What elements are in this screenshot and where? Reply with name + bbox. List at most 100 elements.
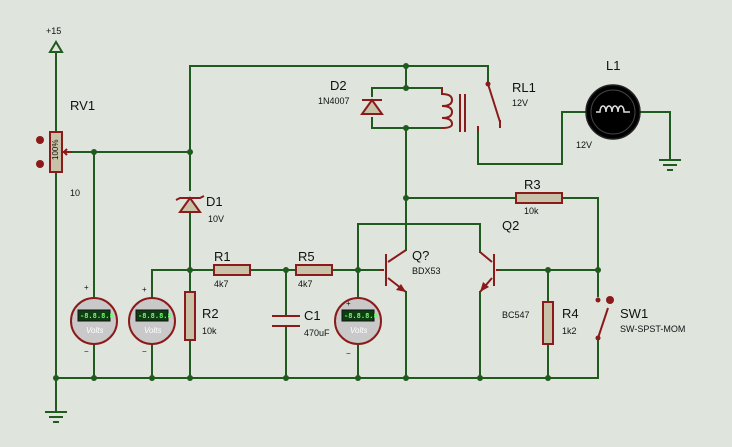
q2-value: BC547 xyxy=(502,310,530,320)
rl1-contact xyxy=(477,120,501,132)
rl1-relay[interactable]: RL1 12V xyxy=(441,80,536,132)
ground-icon xyxy=(45,411,67,423)
q2-ref: Q2 xyxy=(502,218,519,233)
junction-dot xyxy=(545,375,551,381)
junction-dot xyxy=(187,267,193,273)
l1-lamp[interactable]: L1 12V xyxy=(576,58,641,150)
l1-value: 12V xyxy=(576,140,592,150)
wires xyxy=(55,51,671,413)
d1-zener-diode[interactable]: D1 10V xyxy=(175,194,224,224)
r3-right-wire xyxy=(561,197,599,297)
r2-body xyxy=(184,291,196,341)
r1-resistor[interactable]: R1 4k7 xyxy=(213,249,251,289)
d2-value: 1N4007 xyxy=(318,96,350,106)
sw1-ref: SW1 xyxy=(620,306,648,321)
q2-emitter-arrow-icon xyxy=(480,282,489,292)
d2-lead-bot xyxy=(371,117,443,129)
d2-body xyxy=(360,98,384,115)
q1-value: BDX53 xyxy=(412,266,441,276)
r5-value: 4k7 xyxy=(298,279,313,289)
rv1-body xyxy=(49,131,63,173)
power-arrow-icon xyxy=(48,40,64,53)
rv1-potentiometer[interactable]: 100% RV1 10 xyxy=(36,98,95,198)
r4-resistor[interactable]: R4 1k2 xyxy=(542,301,579,345)
r3-body xyxy=(515,192,563,204)
junction-dot xyxy=(91,375,97,381)
top-rail xyxy=(189,65,489,85)
r1-ref: R1 xyxy=(214,249,231,264)
d2-diode[interactable]: D2 1N4007 xyxy=(318,78,384,115)
rl1-switch-arm xyxy=(487,83,501,123)
voltmeter-minus: − xyxy=(84,347,89,356)
junction-dot xyxy=(545,267,551,273)
r4-value: 1k2 xyxy=(562,326,577,336)
voltmeter-1[interactable]: -8.8.8.8 Volts + − xyxy=(70,283,118,356)
voltmeter-unit: Volts xyxy=(350,326,368,335)
r2-resistor[interactable]: R2 10k xyxy=(184,291,219,341)
lamp-to-ground xyxy=(639,111,671,161)
rv1-ref: RV1 xyxy=(70,98,95,113)
voltmeter-reading: -8.8.8.8 xyxy=(138,312,172,320)
ground-symbol-main[interactable] xyxy=(45,411,67,423)
rv1-value: 10 xyxy=(70,188,80,198)
junction-dot xyxy=(403,85,409,91)
rl1-core xyxy=(459,94,466,132)
d1-bar xyxy=(175,195,205,201)
q2-transistor[interactable]: Q2 BC547 xyxy=(479,218,530,320)
q1-transistor[interactable]: Q? BDX53 xyxy=(380,248,441,293)
d1-body xyxy=(178,196,202,213)
ground-icon xyxy=(659,159,681,171)
voltmeter-lcd xyxy=(135,309,169,322)
junctions xyxy=(53,63,601,381)
rv1-increase-button[interactable] xyxy=(36,136,44,144)
r4-body xyxy=(542,301,554,345)
voltmeter-2[interactable]: -8.8.8.8 Volts + − xyxy=(128,285,176,356)
l1-filament-icon xyxy=(596,105,630,113)
q1-ref: Q? xyxy=(412,248,429,263)
sw1-value: SW-SPST-MOM xyxy=(620,324,685,334)
voltmeter-plus: + xyxy=(84,283,89,292)
voltmeter-reading: -8.8.8.8 xyxy=(80,312,114,320)
c1-value: 470uF xyxy=(304,328,330,338)
rl1-coil xyxy=(441,88,454,129)
sw1-contact-top xyxy=(595,297,601,303)
rv1-decrease-button[interactable] xyxy=(36,160,44,168)
rl1-value: 12V xyxy=(512,98,528,108)
r2-ref: R2 xyxy=(202,306,219,321)
power-label: +15 xyxy=(46,26,61,36)
voltmeter-3[interactable]: -8.8.8.8 Volts + − xyxy=(334,297,382,358)
junction-dot xyxy=(187,149,193,155)
voltmeter-minus: − xyxy=(346,349,351,358)
junction-dot xyxy=(53,375,59,381)
junction-dot xyxy=(149,375,155,381)
junction-dot xyxy=(403,63,409,69)
voltmeter-plus: + xyxy=(346,299,351,308)
power-terminal[interactable]: +15 xyxy=(46,26,64,53)
sw1-press-button[interactable] xyxy=(606,296,614,304)
q2-collector-wire xyxy=(357,223,481,271)
junction-dot xyxy=(403,195,409,201)
sw1-lever xyxy=(597,307,609,339)
ground-symbol-lamp[interactable] xyxy=(659,159,681,171)
r1-body xyxy=(213,264,251,276)
q2-collector xyxy=(479,251,493,263)
junction-dot xyxy=(187,375,193,381)
q1-collector xyxy=(387,249,407,263)
r1-value: 4k7 xyxy=(214,279,229,289)
c1-ref: C1 xyxy=(304,308,321,323)
rv1-percent: 100% xyxy=(51,140,60,160)
c1-capacitor[interactable]: C1 470uF xyxy=(272,308,330,338)
voltmeter-unit: Volts xyxy=(144,326,162,335)
sw1-switch[interactable]: SW1 SW-SPST-MOM xyxy=(595,296,686,341)
junction-dot xyxy=(91,149,97,155)
c1-plates xyxy=(272,315,300,327)
voltmeter-unit: Volts xyxy=(86,326,104,335)
voltmeter-lcd xyxy=(341,309,375,322)
junction-dot xyxy=(403,375,409,381)
voltmeter-lcd xyxy=(77,309,111,322)
r5-resistor[interactable]: R5 4k7 xyxy=(295,249,333,289)
junction-dot xyxy=(477,375,483,381)
d1-ref: D1 xyxy=(206,194,223,209)
r3-resistor[interactable]: R3 10k xyxy=(515,177,563,216)
junction-dot xyxy=(403,125,409,131)
